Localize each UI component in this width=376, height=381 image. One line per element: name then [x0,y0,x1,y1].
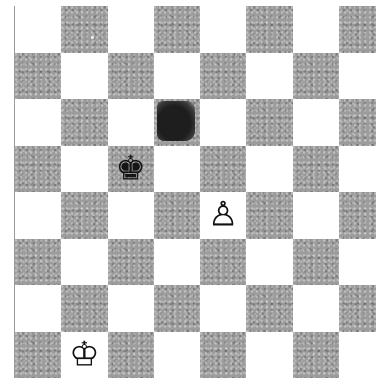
square-b4[interactable] [61,192,107,239]
square-e7[interactable] [200,53,246,100]
black-king-piece[interactable]: ♚ [115,151,145,185]
square-h6[interactable] [339,99,376,146]
square-c8[interactable] [108,6,154,53]
square-g1[interactable] [293,332,339,379]
square-g3[interactable] [293,239,339,286]
square-c1[interactable] [108,332,154,379]
square-c2[interactable] [108,285,154,332]
chess-board: ♚ ♙ ♔ [15,6,376,378]
square-e3[interactable] [200,239,246,286]
square-e2[interactable] [200,285,246,332]
square-e1[interactable] [200,332,246,379]
square-e4[interactable]: ♙ [200,192,246,239]
square-h1[interactable] [339,332,376,379]
square-a3[interactable] [15,239,61,286]
square-f5[interactable] [246,146,292,193]
square-g5[interactable] [293,146,339,193]
square-b1[interactable]: ♔ [61,332,107,379]
chess-board-frame: ♚ ♙ ♔ [14,6,376,378]
square-f4[interactable] [246,192,292,239]
square-a4[interactable] [15,192,61,239]
square-h3[interactable] [339,239,376,286]
square-a7[interactable] [15,53,61,100]
square-d2[interactable] [154,285,200,332]
square-b8[interactable] [61,6,107,53]
square-d4[interactable] [154,192,200,239]
square-b5[interactable] [61,146,107,193]
square-a2[interactable] [15,285,61,332]
square-f6[interactable] [246,99,292,146]
dark-mark-d6[interactable] [157,101,195,141]
square-e8[interactable] [200,6,246,53]
square-h8[interactable] [339,6,376,53]
square-d7[interactable] [154,53,200,100]
square-d1[interactable] [154,332,200,379]
square-f2[interactable] [246,285,292,332]
square-e5[interactable] [200,146,246,193]
square-g7[interactable] [293,53,339,100]
square-b2[interactable] [61,285,107,332]
square-h4[interactable] [339,192,376,239]
square-h2[interactable] [339,285,376,332]
square-g4[interactable] [293,192,339,239]
white-pawn-piece[interactable]: ♙ [208,198,238,232]
square-c5[interactable]: ♚ [108,146,154,193]
square-g6[interactable] [293,99,339,146]
square-b6[interactable] [61,99,107,146]
square-a1[interactable] [15,332,61,379]
white-king-piece[interactable]: ♔ [69,337,99,371]
square-c7[interactable] [108,53,154,100]
square-e6[interactable] [200,99,246,146]
square-d6[interactable] [154,99,200,146]
square-b7[interactable] [61,53,107,100]
square-a6[interactable] [15,99,61,146]
square-d3[interactable] [154,239,200,286]
square-g2[interactable] [293,285,339,332]
square-f7[interactable] [246,53,292,100]
square-c6[interactable] [108,99,154,146]
square-c3[interactable] [108,239,154,286]
square-g8[interactable] [293,6,339,53]
square-h7[interactable] [339,53,376,100]
square-d5[interactable] [154,146,200,193]
print-speck [91,36,94,39]
square-c4[interactable] [108,192,154,239]
square-f3[interactable] [246,239,292,286]
square-f1[interactable] [246,332,292,379]
square-h5[interactable] [339,146,376,193]
square-a5[interactable] [15,146,61,193]
square-f8[interactable] [246,6,292,53]
square-a8[interactable] [15,6,61,53]
square-d8[interactable] [154,6,200,53]
square-b3[interactable] [61,239,107,286]
